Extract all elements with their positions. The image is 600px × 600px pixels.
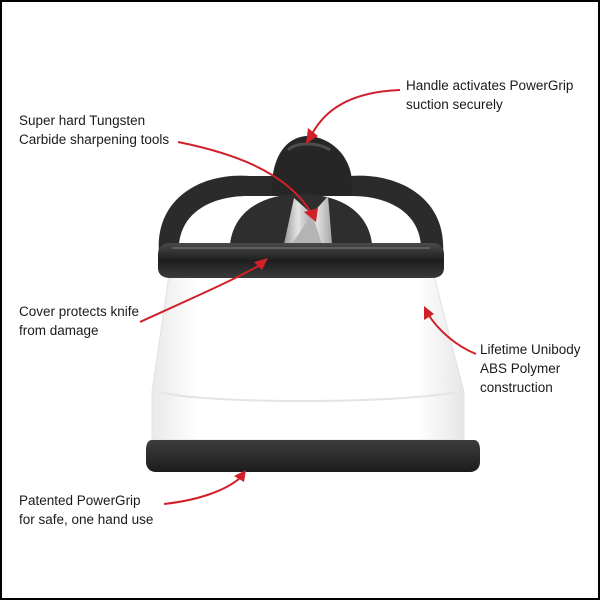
annotation-handle-line2: suction securely <box>406 97 503 112</box>
arrowhead-powergrip <box>234 470 246 482</box>
arrow-powergrip <box>163 477 241 505</box>
annotation-cover-line1: Cover protects knife <box>19 304 140 319</box>
arrowhead-tungsten <box>304 208 318 222</box>
annotation-unibody-line2: ABS Polymer <box>480 361 561 376</box>
annotation-tungsten-line1: Super hard Tungsten <box>19 113 146 128</box>
arrow-tungsten <box>177 141 313 215</box>
annotation-powergrip: Patented PowerGrip for safe, one hand us… <box>19 491 153 529</box>
annotation-powergrip-line2: for safe, one hand use <box>19 512 154 527</box>
annotation-handle-line1: Handle activates PowerGrip <box>406 78 574 93</box>
annotation-unibody-line1: Lifetime Unibody <box>480 342 581 357</box>
handle-knob <box>271 136 352 196</box>
handle-arch <box>158 175 444 262</box>
annotation-tungsten: Super hard Tungsten Carbide sharpening t… <box>19 111 169 149</box>
arrowhead-cover <box>254 258 268 270</box>
annotation-unibody: Lifetime Unibody ABS Polymer constructio… <box>480 340 581 397</box>
annotation-cover: Cover protects knife from damage <box>19 302 139 340</box>
arrow-unibody <box>427 313 477 355</box>
powergrip-base <box>146 440 480 472</box>
annotation-handle: Handle activates PowerGrip suction secur… <box>406 76 573 114</box>
arrow-cover <box>139 263 263 323</box>
annotation-unibody-line3: construction <box>480 380 553 395</box>
annotation-powergrip-line1: Patented PowerGrip <box>19 493 141 508</box>
cover-rim <box>158 243 444 278</box>
annotation-cover-line2: from damage <box>19 323 99 338</box>
arrow-handle <box>311 89 401 135</box>
arrowhead-unibody <box>424 306 434 320</box>
white-body <box>151 267 465 441</box>
arrowhead-handle <box>306 128 318 144</box>
annotation-tungsten-line2: Carbide sharpening tools <box>19 132 170 147</box>
